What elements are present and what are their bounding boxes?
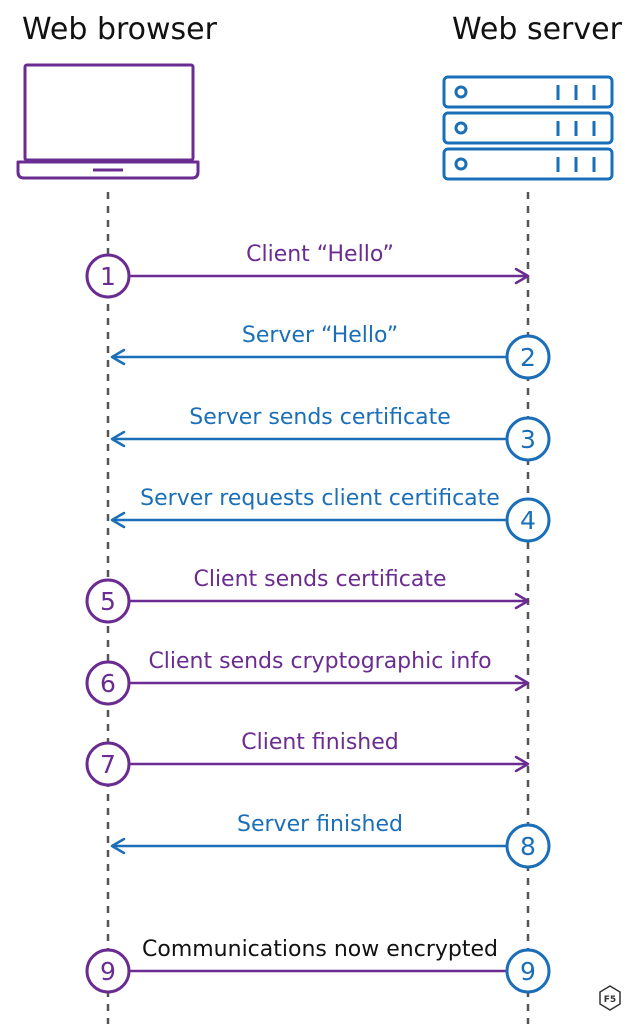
step-4-number: 4 <box>520 506 536 535</box>
step-3-arrowhead <box>110 430 126 448</box>
step-4-arrowhead <box>110 511 126 529</box>
step-2-badge <box>505 334 551 380</box>
step-7-arrowhead <box>514 755 530 773</box>
step-5-arrowhead <box>514 592 530 610</box>
step-6-badge <box>85 660 131 706</box>
step-8-label: Server finished <box>237 812 403 837</box>
step-9-number: 9 <box>520 957 536 986</box>
step-3-number: 3 <box>520 425 536 454</box>
step-7-number: 7 <box>100 750 116 779</box>
step-9-label: Communications now encrypted <box>142 937 498 962</box>
step-1-arrowhead <box>514 267 530 285</box>
step-6-arrowhead <box>514 674 530 692</box>
web-browser-title: Web browser <box>22 12 217 47</box>
step-1-label: Client “Hello” <box>246 242 394 267</box>
step-5-label: Client sends certificate <box>193 567 446 592</box>
step-7-badge <box>85 741 131 787</box>
step-9-badge <box>505 948 551 994</box>
step-8-badge <box>505 823 551 869</box>
server-rack-icon <box>442 75 614 181</box>
step-8-arrowhead <box>110 837 126 855</box>
step-9-number: 9 <box>100 957 116 986</box>
step-6-label: Client sends cryptographic info <box>148 649 491 674</box>
step-1-badge <box>85 253 131 299</box>
step-9-badge <box>85 948 131 994</box>
laptop-icon <box>16 63 200 180</box>
step-8-number: 8 <box>520 832 536 861</box>
step-4-label: Server requests client certificate <box>140 486 500 511</box>
step-2-arrowhead <box>110 348 126 366</box>
f5-logo: F5 <box>599 985 621 1011</box>
step-5-badge <box>85 578 131 624</box>
step-1-number: 1 <box>100 262 116 291</box>
step-3-badge <box>505 416 551 462</box>
step-6-number: 6 <box>100 669 116 698</box>
step-2-number: 2 <box>520 343 536 372</box>
f5-logo-text: F5 <box>604 995 616 1005</box>
web-server-title: Web server <box>452 12 622 47</box>
step-7-label: Client finished <box>241 730 399 755</box>
step-2-label: Server “Hello” <box>242 323 398 348</box>
step-4-badge <box>505 497 551 543</box>
step-5-number: 5 <box>100 587 116 616</box>
step-3-label: Server sends certificate <box>189 405 451 430</box>
